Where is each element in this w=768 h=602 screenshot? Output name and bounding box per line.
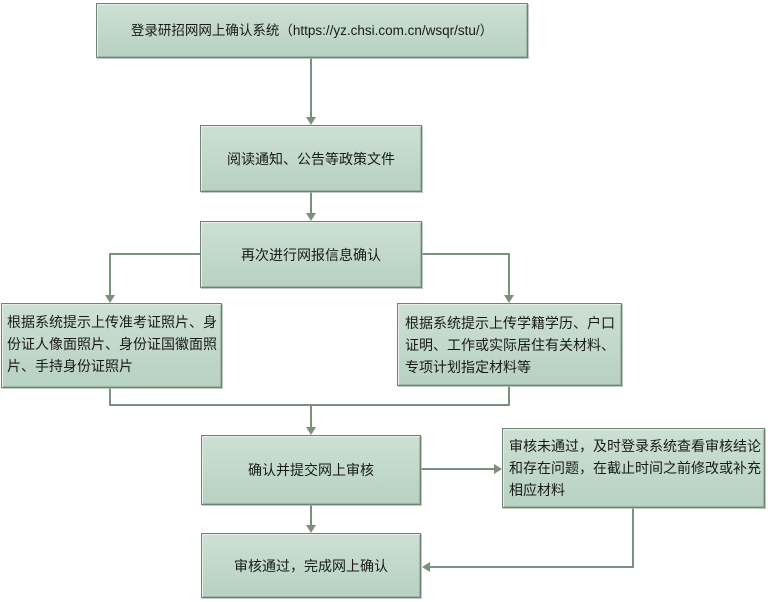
flow-node-submit-review-label: 确认并提交网上审核 bbox=[248, 462, 374, 478]
flow-node-reconfirm-info: 再次进行网报信息确认 bbox=[200, 221, 422, 288]
arrowhead-right-icon bbox=[494, 464, 502, 474]
arrowhead-down-icon bbox=[105, 295, 115, 303]
arrowhead-left-icon bbox=[422, 562, 430, 572]
arrowhead-down-icon bbox=[504, 295, 514, 303]
flow-node-review-failed: 审核未通过，及时登录系统查看审核结论和存在问题，在截止时间之前修改或补充相应材料 bbox=[502, 428, 765, 508]
flow-node-review-failed-label: 审核未通过，及时登录系统查看审核结论和存在问题，在截止时间之前修改或补充相应材料 bbox=[509, 438, 761, 498]
flow-node-login: 登录研招网网上确认系统（https://yz.chsi.com.cn/wsqr/… bbox=[96, 3, 528, 58]
connector-failed-passed bbox=[430, 508, 634, 568]
flow-node-upload-photos-label: 根据系统提示上传准考证照片、身份证人像面照片、身份证国徽面照片、手持身份证照片 bbox=[7, 314, 217, 374]
connector-reconfirm-materials bbox=[422, 253, 510, 295]
flow-node-reconfirm-info-label: 再次进行网报信息确认 bbox=[241, 246, 381, 263]
flow-node-upload-materials-label: 根据系统提示上传学籍学历、户口证明、工作或实际居住有关材料、专项计划指定材料等 bbox=[405, 315, 615, 375]
flow-node-upload-materials: 根据系统提示上传学籍学历、户口证明、工作或实际居住有关材料、专项计划指定材料等 bbox=[397, 303, 622, 386]
arrowhead-down-icon bbox=[306, 427, 316, 435]
flow-node-review-passed: 审核通过，完成网上确认 bbox=[201, 533, 421, 598]
arrowhead-down-icon bbox=[306, 213, 316, 221]
arrowhead-down-icon bbox=[306, 525, 316, 533]
flow-node-read-notices-label: 阅读通知、公告等政策文件 bbox=[227, 150, 395, 167]
flow-node-login-label: 登录研招网网上确认系统（https://yz.chsi.com.cn/wsqr/… bbox=[130, 22, 494, 38]
arrowhead-down-icon bbox=[306, 117, 316, 125]
flow-node-upload-photos: 根据系统提示上传准考证照片、身份证人像面照片、身份证国徽面照片、手持身份证照片 bbox=[1, 303, 222, 388]
connector-reconfirm-photos bbox=[109, 253, 200, 295]
flow-node-submit-review: 确认并提交网上审核 bbox=[201, 435, 421, 505]
flow-node-read-notices: 阅读通知、公告等政策文件 bbox=[200, 125, 422, 192]
connector-merge-bar bbox=[109, 386, 510, 406]
flow-node-review-passed-label: 审核通过，完成网上确认 bbox=[234, 557, 388, 574]
